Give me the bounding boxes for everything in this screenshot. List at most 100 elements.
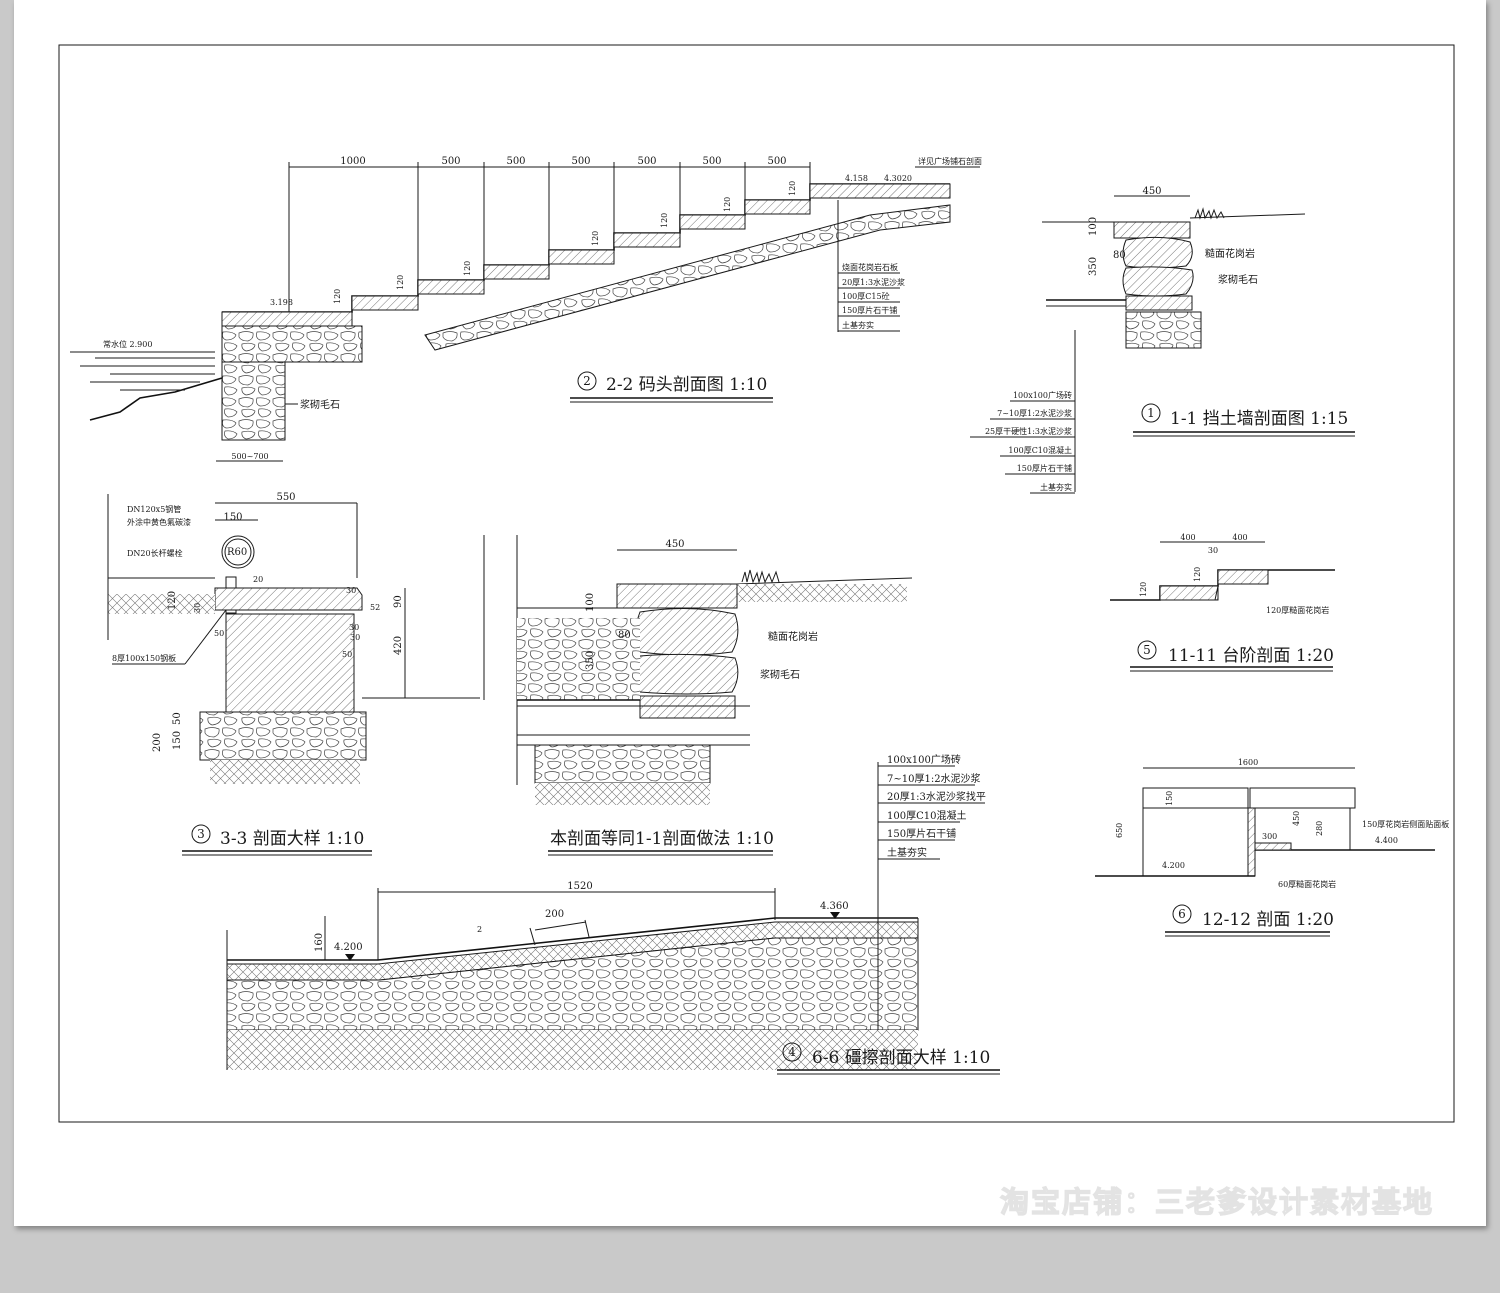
s3-pier bbox=[225, 613, 355, 713]
s1-stone-label: 浆砌毛石 bbox=[1218, 273, 1258, 286]
s4-layer-3: 20厚1:3水泥沙浆找平 bbox=[887, 790, 986, 803]
s1-dim-top: 450 bbox=[1142, 186, 1161, 197]
s2-dim-1: 1000 bbox=[340, 156, 365, 167]
s2-bank-line bbox=[89, 377, 223, 421]
s5-mid: 30 bbox=[1208, 546, 1218, 555]
s3-dim-420: 420 bbox=[393, 636, 404, 655]
s4-elev-low: 4.200 bbox=[334, 942, 363, 953]
s5-note: 120厚糙面花岗岩 bbox=[1266, 605, 1329, 615]
s2-dim-7: 500 bbox=[767, 156, 786, 167]
s5-riser-1: 120 bbox=[1139, 582, 1148, 597]
sB-dim-top: 450 bbox=[665, 539, 684, 550]
s6-elev-low: 4.200 bbox=[1162, 861, 1185, 870]
s6-dim-650: 650 bbox=[1115, 823, 1124, 838]
section-12-12: 1600 650 150 450 280 300 4.200 4.400 150… bbox=[1095, 758, 1449, 937]
s6-dim-top: 1600 bbox=[1238, 758, 1258, 767]
s2-riser-4: 120 bbox=[591, 231, 600, 246]
section-same-as-1-1: 450 100 350 80 糙面花岗岩 浆砌毛石 本剖面等同1-1剖面做法 1… bbox=[483, 535, 913, 856]
s4-dim-small: 2 bbox=[477, 925, 482, 934]
s4-elev-high: 4.360 bbox=[820, 901, 849, 912]
s6-note-right: 150厚花岗岩侧面贴面板 bbox=[1362, 819, 1449, 829]
s2-riser-3: 120 bbox=[463, 261, 472, 276]
s3-pipe bbox=[221, 535, 255, 569]
s5-number: 5 bbox=[1143, 643, 1151, 657]
s3-dim-90: 90 bbox=[393, 595, 404, 608]
s3-dim-50: 50 bbox=[172, 712, 183, 725]
s2-water-level: 常水位 2.900 bbox=[103, 339, 152, 349]
s4-layer-5: 150厚片石干铺 bbox=[887, 827, 956, 840]
drawing-sheet: 1000 500 500 500 500 500 500 120 120 120… bbox=[14, 0, 1486, 1226]
s3-dim-30b: 30 bbox=[346, 586, 356, 595]
s3-dim-52: 52 bbox=[370, 603, 380, 612]
s4-layer-6: 土基夯实 bbox=[887, 846, 927, 859]
s6-dim-300: 300 bbox=[1262, 832, 1277, 841]
s4-number: 4 bbox=[788, 1045, 796, 1059]
s4-dim-200: 200 bbox=[545, 909, 564, 920]
s3-plate-note: 8厚100x150钢板 bbox=[112, 653, 176, 663]
s3-dim-20: 20 bbox=[253, 575, 263, 584]
sB-dim-80: 80 bbox=[618, 630, 631, 641]
s1-number: 1 bbox=[1147, 406, 1155, 420]
s6-note-bottom: 60厚糙面花岗岩 bbox=[1278, 879, 1336, 889]
s6-dim-280: 280 bbox=[1315, 821, 1324, 836]
s3-dim-top: 550 bbox=[276, 492, 295, 503]
s2-dim-6: 500 bbox=[702, 156, 721, 167]
s1-title: 1-1 挡土墙剖面图 1:15 bbox=[1170, 409, 1348, 429]
s3-dim-150: 150 bbox=[223, 512, 242, 523]
s6-dim-450: 450 bbox=[1292, 811, 1301, 826]
s6-number: 6 bbox=[1178, 907, 1186, 921]
s2-stone-label: 浆砌毛石 bbox=[300, 398, 340, 411]
s2-dim-5: 500 bbox=[637, 156, 656, 167]
s3-dim-30: 30 bbox=[193, 603, 202, 613]
s4-dim-top: 1520 bbox=[567, 881, 592, 892]
s2-dim-4: 500 bbox=[571, 156, 590, 167]
s2-title: 2-2 码头剖面图 1:10 bbox=[606, 375, 767, 395]
s5-riser-2: 120 bbox=[1193, 567, 1202, 582]
sB-granite-cap bbox=[616, 583, 738, 609]
s6-dim-150: 150 bbox=[1165, 791, 1174, 806]
s1-layer-3: 25厚干硬性1:3水泥沙浆 bbox=[985, 426, 1072, 436]
s2-layer-3: 100厚C15砼 bbox=[842, 291, 890, 301]
sB-stone-label: 浆砌毛石 bbox=[760, 668, 800, 681]
s3-dim-50c: 50 bbox=[342, 650, 352, 659]
s2-stone-wall bbox=[221, 361, 286, 441]
s3-dim-50b: 50 bbox=[214, 629, 224, 638]
s1-dim-v1: 100 bbox=[1088, 217, 1099, 236]
s2-layer-2: 20厚1:3水泥沙浆 bbox=[842, 277, 905, 287]
s3-pipe-note1: DN120x5钢管 bbox=[127, 504, 181, 514]
s2-layer-5: 土基夯实 bbox=[842, 320, 874, 330]
section-2-2: 1000 500 500 500 500 500 500 120 120 120… bbox=[70, 156, 982, 462]
s2-layer-4: 150厚片石干铺 bbox=[842, 305, 897, 315]
s3-cap bbox=[214, 587, 363, 611]
cad-drawing: 1000 500 500 500 500 500 500 120 120 120… bbox=[58, 44, 1455, 1220]
section-6-6: 1520 160 4.200 4.360 200 2 100x100广场砖 7~… bbox=[226, 753, 1000, 1075]
s3-dim-200: 200 bbox=[152, 733, 163, 752]
s2-layer-1: 烧面花岗岩石板 bbox=[842, 262, 898, 272]
s3-dim-120: 120 bbox=[167, 591, 178, 610]
s1-layer-1: 100x100广场砖 bbox=[1013, 390, 1072, 400]
section-1-1: 450 100 350 80 糙面花岗岩 浆砌毛石 100x100广场砖 7~1… bbox=[970, 186, 1355, 494]
s1-dim-v2: 350 bbox=[1088, 257, 1099, 276]
section-3-3: 550 150 R60 DN120x5钢管 外涂中黄色氟碳漆 DN20长杆螺栓 … bbox=[107, 492, 480, 856]
s6-elev-high: 4.400 bbox=[1375, 836, 1398, 845]
s2-elev-top: 4.158 bbox=[845, 174, 868, 183]
s3-title: 3-3 剖面大样 1:10 bbox=[220, 829, 364, 849]
s2-top-note: 详见广场铺石剖面 bbox=[918, 156, 982, 166]
sB-dim-v2: 350 bbox=[585, 651, 596, 670]
sB-granite-label: 糙面花岗岩 bbox=[768, 630, 818, 643]
s4-layer-2: 7~10厚1:2水泥沙浆 bbox=[887, 772, 981, 785]
sB-title: 本剖面等同1-1剖面做法 1:10 bbox=[550, 829, 774, 849]
s3-bolt-note: DN20长杆螺栓 bbox=[127, 548, 183, 558]
s2-dim-2: 500 bbox=[441, 156, 460, 167]
s4-layer-4: 100厚C10混凝土 bbox=[887, 809, 966, 822]
section-11-11: 400 400 30 120 120 120厚糙面花岗岩 5 11-11 台阶剖… bbox=[1110, 533, 1335, 672]
s2-elev-right: 4.3020 bbox=[884, 174, 912, 183]
s1-layer-2: 7~10厚1:2水泥沙浆 bbox=[997, 408, 1072, 418]
s4-layer-1: 100x100广场砖 bbox=[887, 753, 961, 766]
s5-dim-1: 400 bbox=[1180, 533, 1195, 542]
s2-number: 2 bbox=[583, 374, 591, 388]
s3-pipe-note2: 外涂中黄色氟碳漆 bbox=[127, 517, 191, 527]
s1-layer-4: 100厚C10混凝土 bbox=[1008, 445, 1072, 455]
s3-r60: R60 bbox=[227, 547, 247, 558]
watermark: 淘宝店铺：三老爹设计素材基地 bbox=[1000, 1185, 1434, 1219]
